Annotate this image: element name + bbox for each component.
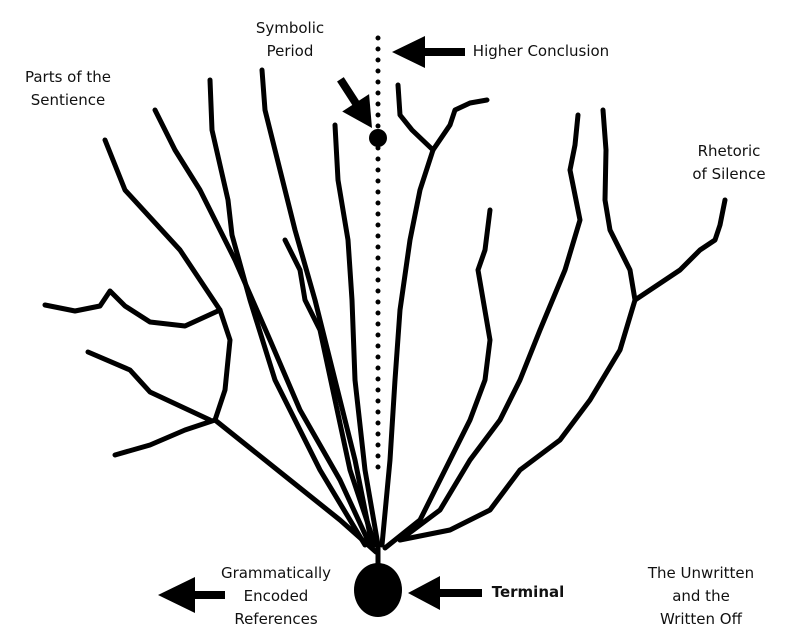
- branch-right-3: [397, 107, 638, 543]
- branch-center-right-sub: [430, 97, 490, 153]
- arrows: [158, 36, 482, 613]
- label-line: References: [234, 610, 318, 628]
- label-line: Grammatically: [220, 564, 332, 582]
- grammatical-arrow-icon: [158, 577, 225, 613]
- label-line: Sentience: [30, 91, 106, 109]
- branch-left-sub-3: [112, 417, 218, 458]
- branch-right-2: [397, 112, 583, 543]
- branches: [42, 67, 728, 573]
- branch-left-5: [282, 237, 378, 548]
- higher-conclusion-arrow-icon: [392, 36, 465, 68]
- branch-far-left: [102, 137, 379, 555]
- branch-left-4: [259, 67, 375, 548]
- rhetoric-of-silence-label: Rhetoric of Silence: [692, 140, 765, 186]
- branch-far-right: [632, 197, 728, 303]
- higher-conclusion-label: Higher Conclusion: [472, 42, 610, 60]
- symbolic-period-label: Symbolic Period: [256, 17, 324, 63]
- label-line: The Unwritten: [647, 564, 755, 582]
- label-line: and the: [672, 587, 730, 605]
- label-line: Symbolic: [255, 19, 325, 37]
- branch-right-1: [382, 207, 493, 551]
- grammatically-encoded-label: Grammatically Encoded References: [221, 562, 331, 631]
- terminal-label: Terminal: [491, 583, 565, 601]
- label-line: Parts of the: [24, 68, 112, 86]
- symbolic-period-arrow-icon: [337, 77, 372, 128]
- label-line: of Silence: [692, 165, 766, 183]
- branch-left-sub-2: [85, 349, 213, 423]
- branch-left-3: [207, 77, 368, 548]
- label-line: Period: [266, 42, 314, 60]
- branch-center-left: [332, 122, 381, 548]
- terminal-arrow-icon: [408, 576, 482, 610]
- branch-center-right: [379, 82, 436, 548]
- branch-left-sub-1: [42, 288, 223, 329]
- unwritten-label: The Unwritten and the Written Off: [648, 562, 754, 631]
- terminal-node: [354, 563, 402, 617]
- label-line: Written Off: [660, 610, 742, 628]
- symbolic-period-dot: [369, 129, 387, 147]
- parts-of-sentience-label: Parts of the Sentience: [25, 66, 111, 112]
- label-line: Encoded: [243, 587, 309, 605]
- label-line: Rhetoric: [697, 142, 761, 160]
